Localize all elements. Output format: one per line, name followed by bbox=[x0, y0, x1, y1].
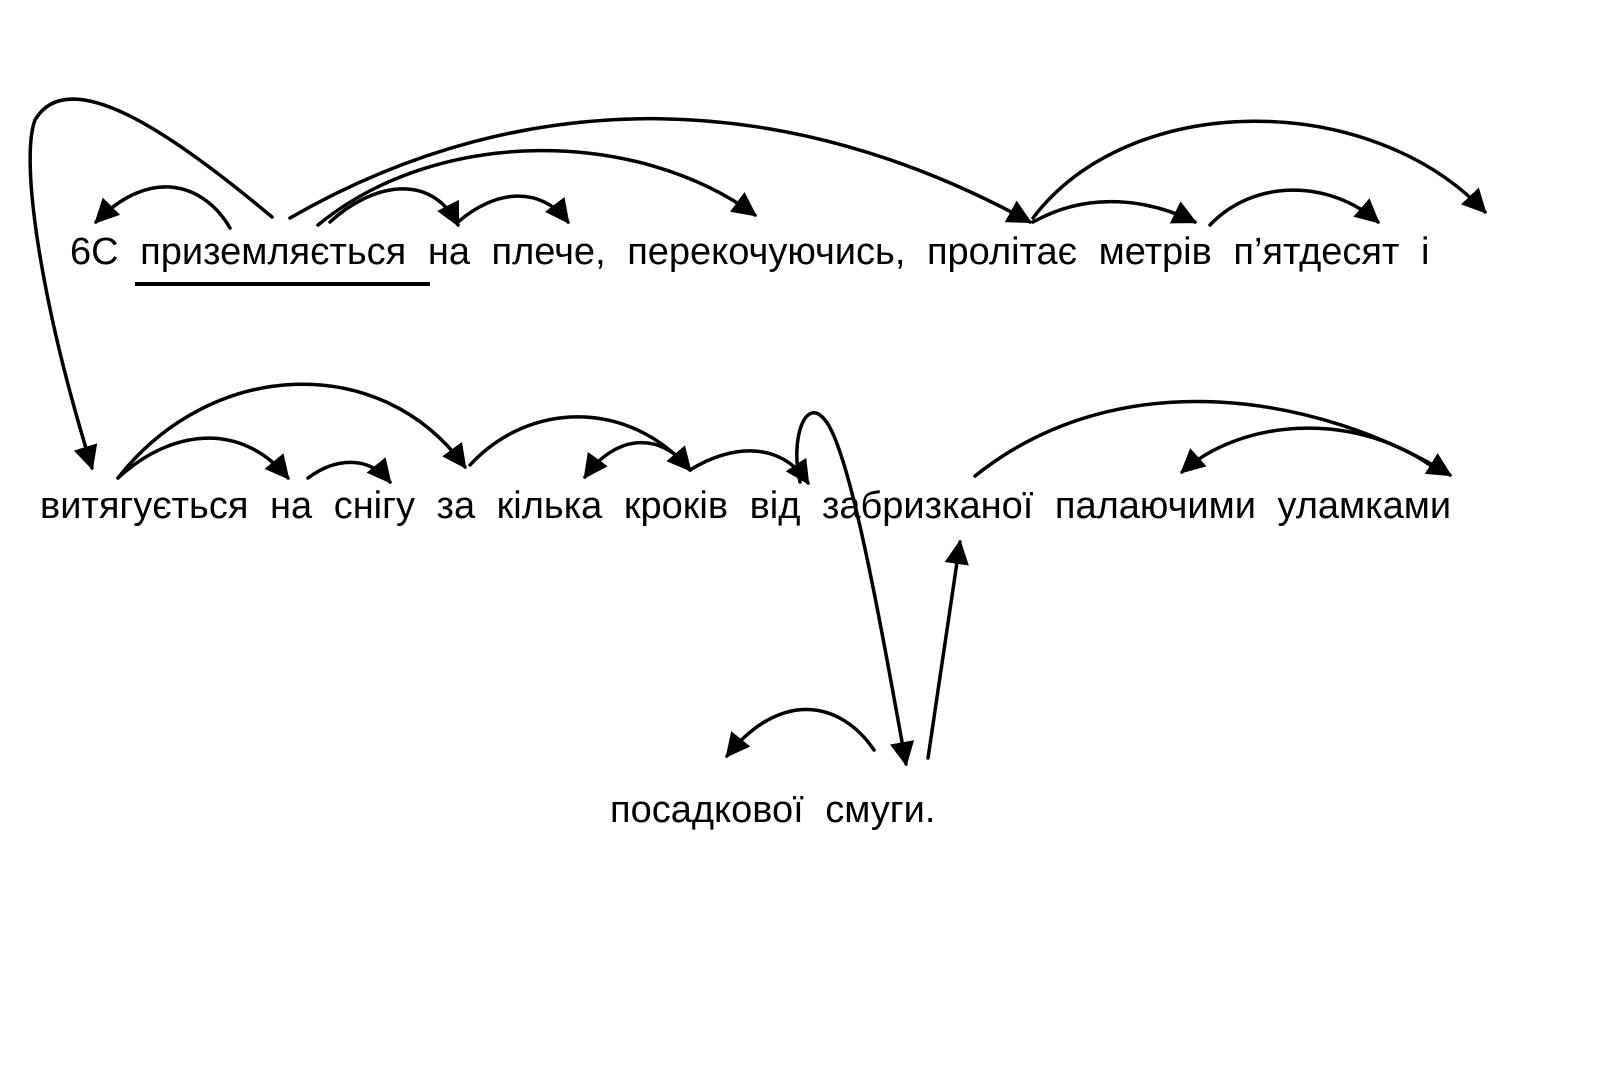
sentence-line-3: посадкової смуги. bbox=[610, 789, 935, 831]
dependency-arrow bbox=[328, 187, 460, 228]
sentence-line-1: 6С приземляється на плече, перекочуючись… bbox=[70, 231, 1429, 273]
dependency-arrow bbox=[28, 97, 274, 471]
dependency-arrow bbox=[1031, 199, 1198, 224]
dependency-arrow bbox=[94, 185, 232, 230]
word-vytiahuietsia: витягується bbox=[40, 485, 248, 527]
dependency-arrow bbox=[1031, 119, 1487, 220]
dependency-arrow bbox=[288, 116, 1033, 224]
word-smuhy: смуги. bbox=[825, 789, 935, 831]
word-vid: від bbox=[750, 485, 801, 527]
dependency-arrow bbox=[1180, 426, 1432, 474]
word-perekochuiuchys: перекочуючись, bbox=[627, 231, 905, 273]
dependency-arrow bbox=[926, 539, 969, 760]
dependency-arrow bbox=[316, 148, 757, 227]
dependency-arrow bbox=[725, 707, 876, 758]
word-palaiuchymy: палаючими bbox=[1055, 485, 1256, 527]
word-6s: 6С bbox=[70, 231, 119, 273]
dependency-arrow bbox=[583, 440, 692, 479]
word-piatdesiat: п’ятдесят bbox=[1233, 231, 1399, 273]
word-snihu: снігу bbox=[334, 485, 415, 527]
word-i: і bbox=[1421, 231, 1429, 273]
dependency-arrow bbox=[456, 194, 570, 224]
word-krokiv: кроків bbox=[624, 485, 728, 527]
word-ulamkamy: уламками bbox=[1278, 485, 1452, 527]
sentence-line-2: витягується на снігу за кілька кроків ві… bbox=[40, 485, 1451, 527]
word-posadkovoi: посадкової bbox=[610, 789, 804, 831]
word-na-2: на bbox=[270, 485, 313, 527]
word-metriv: метрів bbox=[1099, 231, 1212, 273]
word-prolitaie: пролітає bbox=[927, 231, 1077, 273]
word-pleche: плече, bbox=[492, 231, 606, 273]
dependency-arrow bbox=[1208, 188, 1380, 227]
dependency-arrow bbox=[688, 449, 810, 486]
word-na: на bbox=[428, 231, 471, 273]
word-za: за bbox=[437, 485, 476, 527]
word-kilka: кілька bbox=[497, 485, 603, 527]
dependency-arrow bbox=[116, 436, 290, 480]
dependency-arrow bbox=[306, 457, 392, 484]
word-pryzemliaietsia: приземляється bbox=[140, 231, 406, 273]
dependency-arrow bbox=[116, 382, 467, 480]
dependency-arrow bbox=[795, 411, 915, 767]
